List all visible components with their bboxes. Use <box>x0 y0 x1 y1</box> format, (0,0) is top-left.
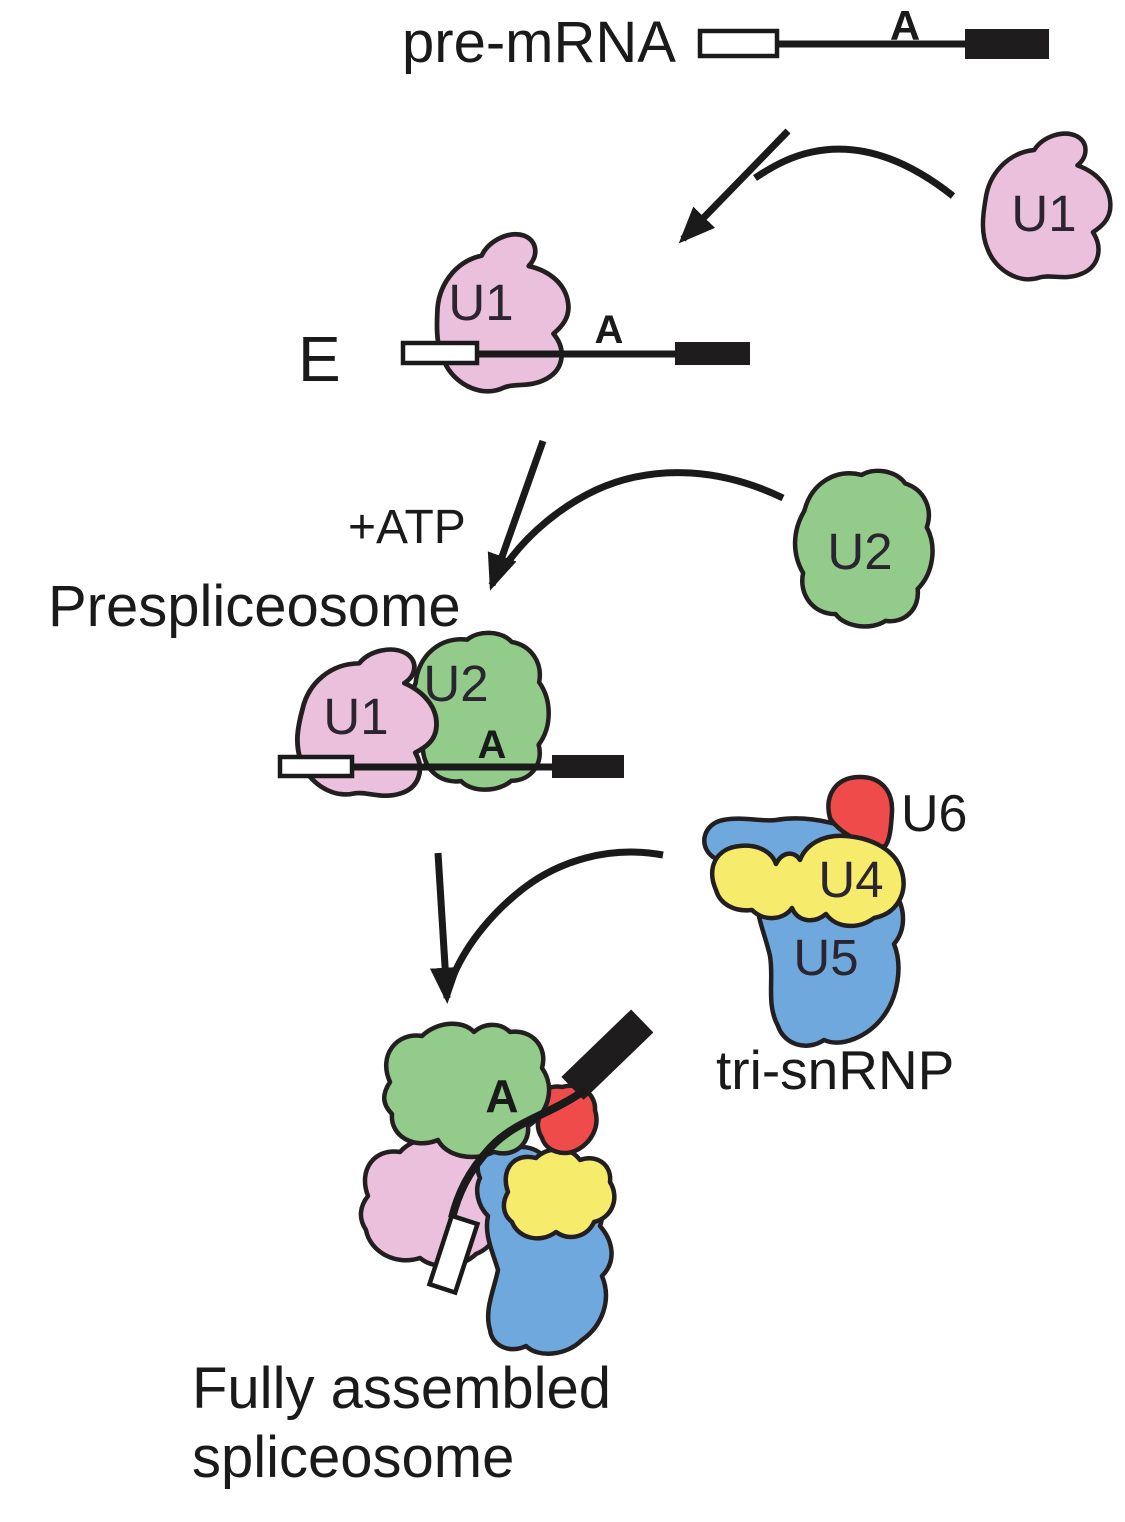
e-complex-label: E <box>298 323 341 395</box>
u1-snrnp-free: U1 <box>980 130 1114 284</box>
u4-blob <box>709 833 906 928</box>
stage-fully-assembled: A <box>358 1009 654 1356</box>
branch-point-a: A <box>485 1070 518 1122</box>
u6-label: U6 <box>901 785 967 843</box>
exon-box-black <box>561 1009 654 1100</box>
u5-label: U5 <box>793 929 858 986</box>
u2-snrnp-free: U2 <box>792 468 935 629</box>
u1-recruitment-curve <box>753 145 956 199</box>
caption-line-1: Fully assembled <box>192 1356 611 1421</box>
exon-box-white <box>400 340 480 366</box>
u6-blob <box>535 1083 599 1156</box>
arrow-trisnrnp-recruitment <box>429 848 664 1005</box>
tri-snrnp-complex: U4 U5 U6 tri-snRNP <box>702 774 967 1101</box>
exon-box-black <box>675 342 750 365</box>
trisnrnp-recruitment-arrow <box>429 852 461 1005</box>
stage-prespliceosome: Prespliceosome U1 U2 A <box>48 574 624 806</box>
u2-label: U2 <box>827 523 892 580</box>
pre-mrna-label: pre-mRNA <box>402 10 676 75</box>
prespliceosome-label: Prespliceosome <box>48 574 461 639</box>
atp-label: +ATP <box>348 501 466 554</box>
branch-point-a: A <box>890 2 920 49</box>
exon-box-white <box>426 1212 481 1296</box>
tri-snrnp-label: tri-snRNP <box>716 1039 954 1101</box>
u1-recruitment-arrow <box>678 128 791 244</box>
stage-pre-mrna: pre-mRNA A <box>402 2 1049 75</box>
trisnrnp-recruitment-curve <box>450 848 664 976</box>
u1-label: U1 <box>448 274 513 331</box>
u1-label: U1 <box>323 688 388 745</box>
pre-mrna-strand <box>448 1086 588 1219</box>
u2-recruitment-arrow <box>487 439 547 591</box>
u2-blob <box>382 1021 552 1160</box>
arrow-u1-recruitment <box>678 128 956 244</box>
u2-recruitment-curve <box>505 469 785 565</box>
u4-blob <box>501 1147 617 1241</box>
fully-assembled-caption: Fully assembled spliceosome <box>192 1356 611 1490</box>
branch-point-a: A <box>478 723 507 767</box>
u1-label: U1 <box>1011 185 1076 242</box>
arrow-u2-recruitment: +ATP <box>348 439 785 591</box>
exon-box-black <box>965 29 1049 59</box>
branch-point-a: A <box>595 308 624 352</box>
exon-box-black <box>552 755 624 778</box>
exon-box-white <box>697 28 780 59</box>
exon-box-white <box>277 754 355 779</box>
caption-line-2: spliceosome <box>192 1425 514 1490</box>
u4-label: U4 <box>818 851 883 908</box>
stage-e-complex: E A U1 <box>298 231 750 395</box>
u2-label: U2 <box>423 655 488 712</box>
